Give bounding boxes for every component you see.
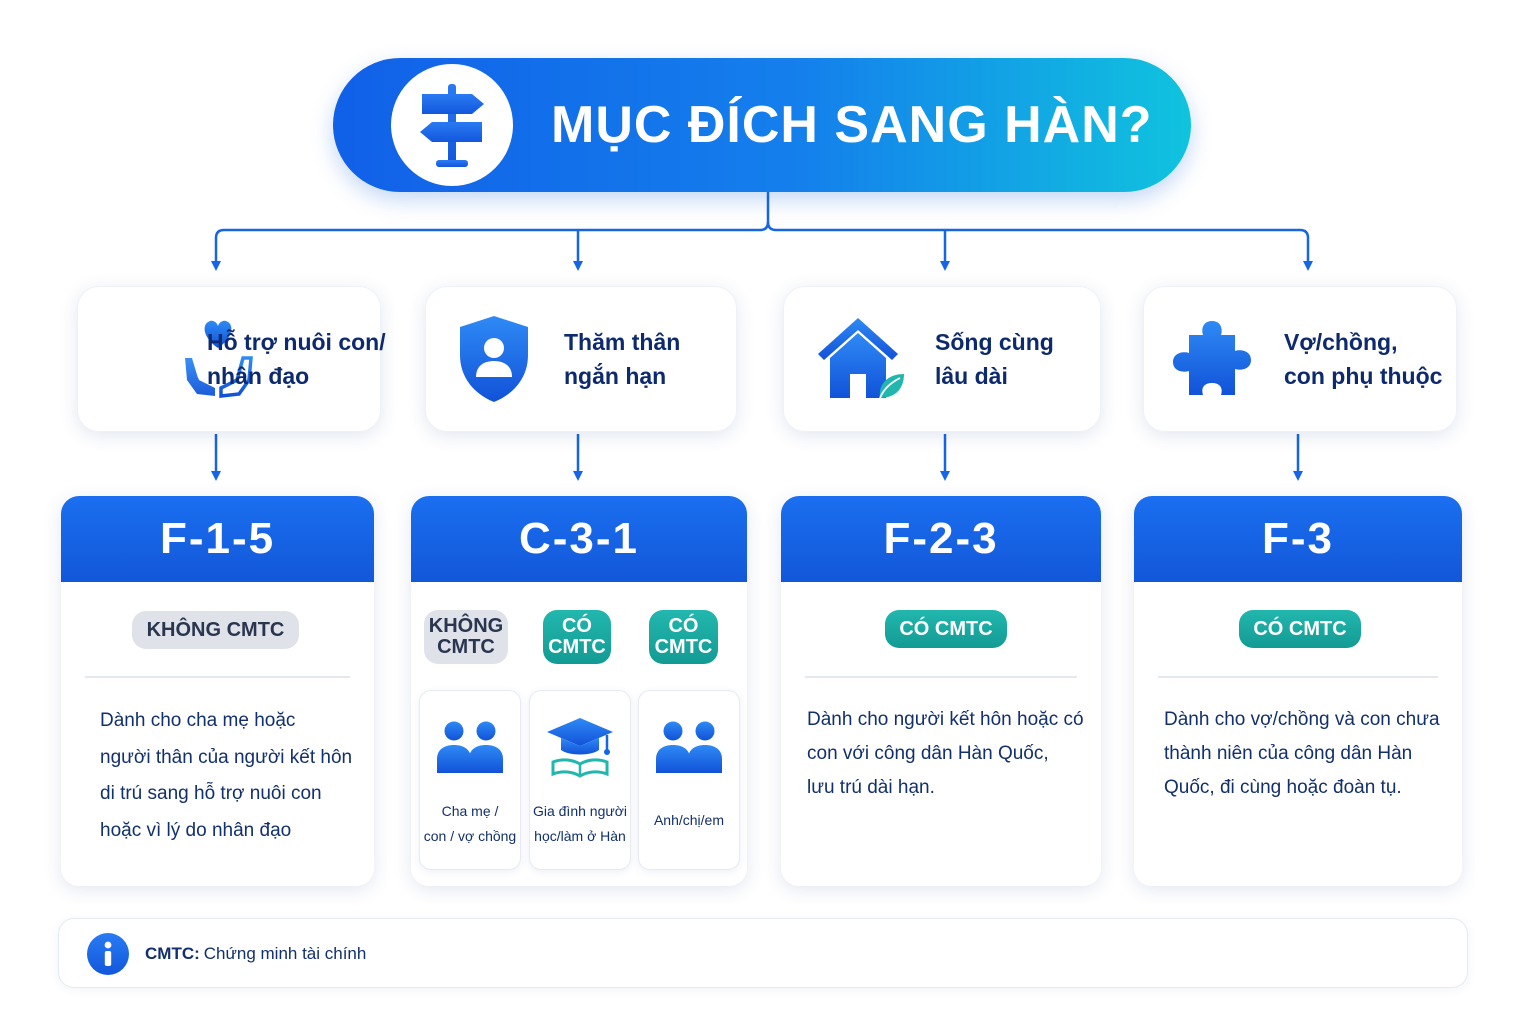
shield-person-icon (444, 309, 544, 409)
visa-code: F-1-5 (61, 496, 374, 582)
sub-option-label: Anh/chị/em (653, 812, 725, 828)
visa-card-f-3: F-3 CÓ CMTC Dành cho vợ/chồng và con chư… (1134, 496, 1462, 886)
visa-code: F-3 (1134, 496, 1462, 582)
sub-option-card: Anh/chị/em (638, 690, 740, 870)
puzzle-icon (1162, 309, 1262, 409)
footnote-text: CMTC:Chứng minh tài chính (145, 944, 367, 963)
people-icon (434, 715, 506, 779)
visa-code: C-3-1 (411, 496, 747, 582)
heart-hands-icon (168, 309, 268, 409)
sub-option-label: Cha mẹ /con / vợ chồng (423, 803, 517, 844)
house-icon (812, 309, 912, 409)
divider (85, 676, 350, 678)
financial-proof-badge: KHÔNG CMTC (132, 611, 299, 649)
graduation-cap-icon (544, 715, 616, 779)
category-card-dependents: Vợ/chồng,con phụ thuộc (1143, 286, 1457, 432)
category-label: Vợ/chồng,con phụ thuộc (1284, 329, 1443, 389)
visa-card-f-2-3: F-2-3 CÓ CMTC Dành cho người kết hôn hoặ… (781, 496, 1101, 886)
sub-option-card: Cha mẹ /con / vợ chồng (419, 690, 521, 870)
category-label: Hỗ trợ nuôi con/nhân đạo (207, 329, 386, 389)
visa-code: F-2-3 (781, 496, 1101, 582)
title-banner: MỤC ĐÍCH SANG HÀN? (333, 58, 1191, 192)
info-icon (87, 933, 129, 975)
financial-proof-badge: CÓ CMTC (885, 610, 1007, 648)
category-card-childcare: Hỗ trợ nuôi con/nhân đạo (77, 286, 386, 432)
divider (805, 676, 1077, 678)
people-icon (653, 715, 725, 779)
financial-proof-badge: CÓ CMTC (1239, 610, 1361, 648)
signpost-icon (391, 64, 513, 186)
page-title: MỤC ĐÍCH SANG HÀN? (551, 96, 1153, 154)
footnote: CMTC:Chứng minh tài chính (58, 918, 1468, 988)
divider (1158, 676, 1438, 678)
